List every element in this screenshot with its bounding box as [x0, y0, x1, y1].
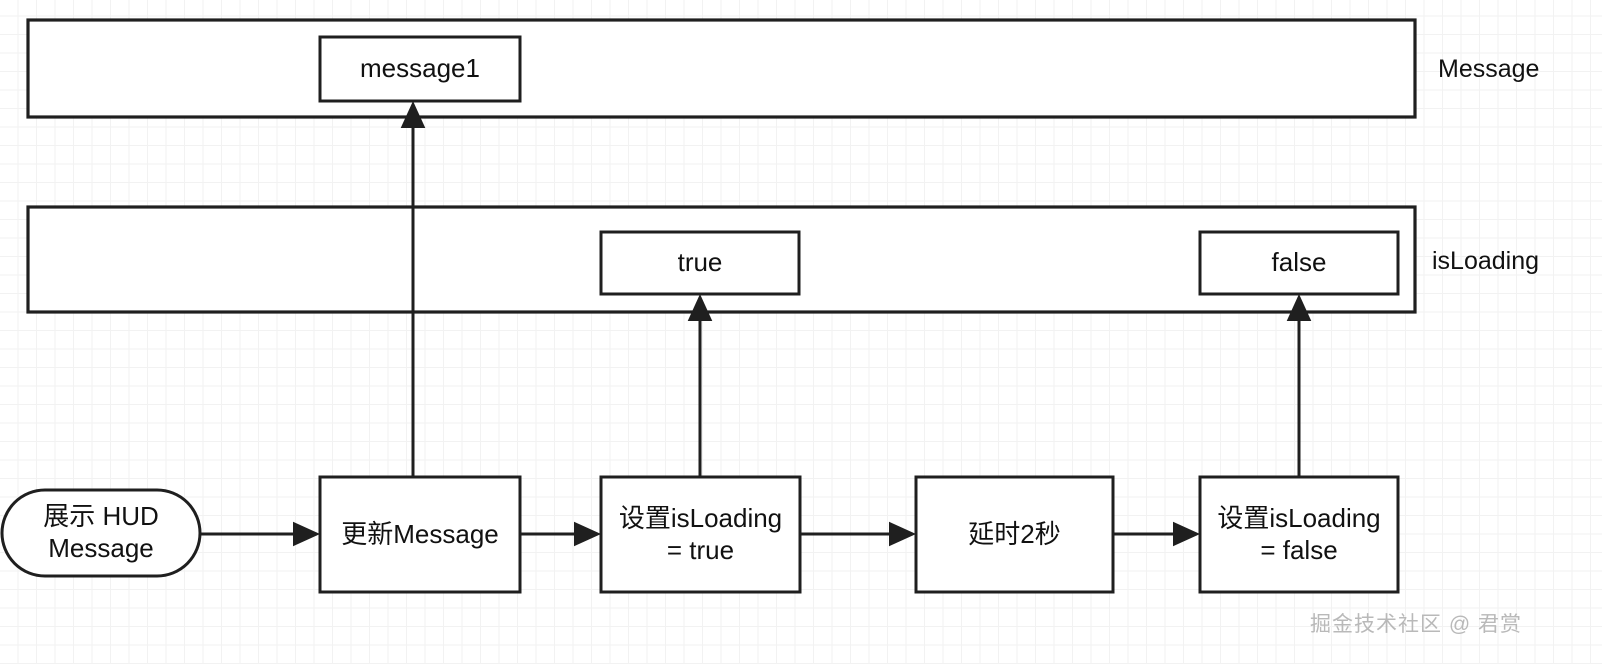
lane-rect-message — [26, 18, 1417, 119]
shape-start-node[interactable] — [0, 488, 202, 578]
shape-message1-node[interactable] — [318, 35, 522, 103]
process-node-shapes — [0, 475, 1400, 594]
watermark-text: 掘金技术社区 @ 君赏 — [1310, 613, 1522, 636]
shape-false-node[interactable] — [1198, 230, 1400, 296]
state-node-shapes — [318, 35, 1400, 296]
state-arrows — [400, 101, 1312, 477]
shape-update-message-node[interactable] — [318, 475, 522, 594]
shape-true-node[interactable] — [599, 230, 801, 296]
shape-set-loading-true[interactable] — [599, 475, 802, 594]
shape-delay-node[interactable] — [914, 475, 1115, 594]
shape-set-loading-false[interactable] — [1198, 475, 1400, 594]
